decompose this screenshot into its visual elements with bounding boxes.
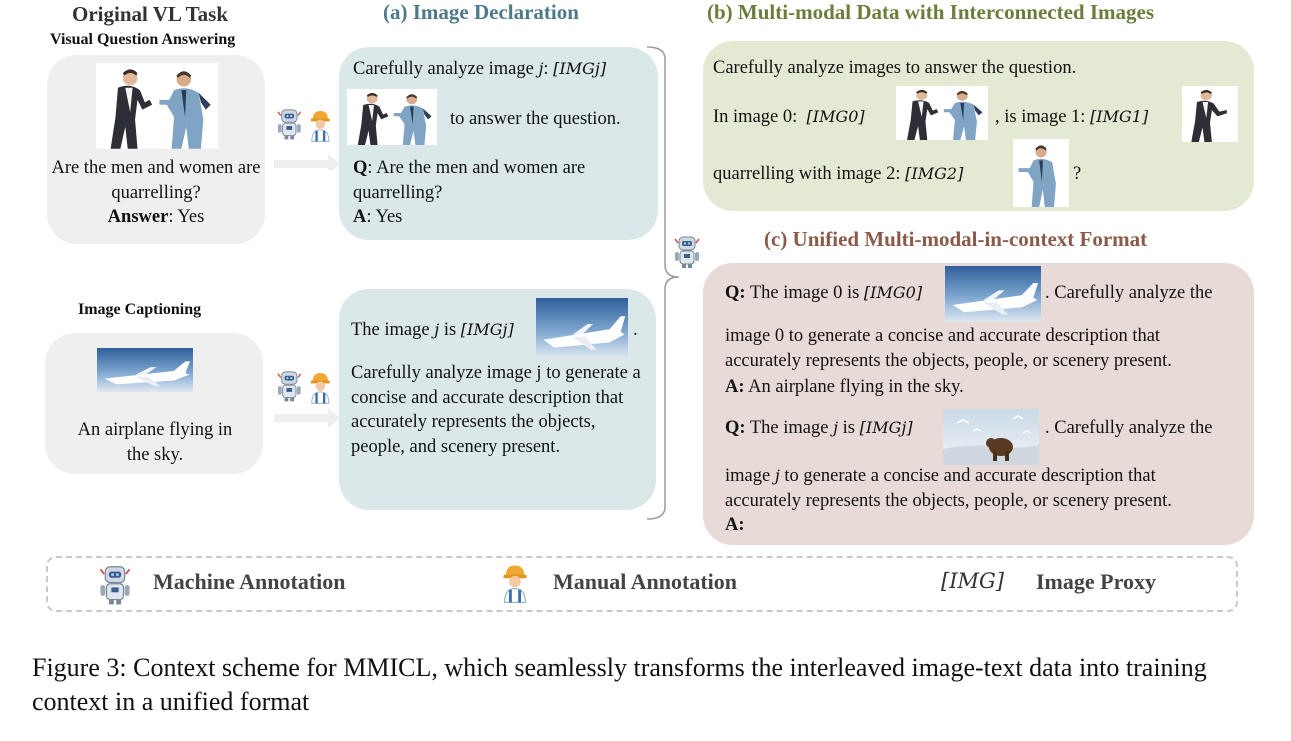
caption-declaration-prefix: The image xyxy=(351,320,430,340)
a1-line: A: An airplane flying in the sky. xyxy=(725,375,964,400)
q2-proxy: [IMGj] xyxy=(859,418,913,437)
is-image1-text: , is image 1: xyxy=(995,107,1086,127)
vqa-answer-label: Answer xyxy=(107,207,169,227)
original-task-header: Original VL Task xyxy=(72,2,229,26)
caption-period: . xyxy=(633,320,638,340)
a2-line: A: xyxy=(725,513,745,538)
q-text: : Are the men and women are quarrelling? xyxy=(353,158,586,203)
manual-annotation-icon xyxy=(502,564,528,604)
image-proxy-symbol: [IMG] xyxy=(941,569,1004,593)
declaration-prefix: Carefully analyze image xyxy=(353,59,534,79)
q2-label: Q: xyxy=(725,418,746,438)
q2-prefix: The image xyxy=(749,418,829,438)
q1-prefix: The image 0 is xyxy=(749,283,860,303)
airplane-thumbnail xyxy=(536,298,628,358)
a2-label: A: xyxy=(725,515,745,535)
caption-declaration-panel: The image j is [IMGj] . Carefully analyz… xyxy=(339,289,656,510)
quarrelling-text: quarrelling with image 2: xyxy=(713,164,901,184)
airplane-image xyxy=(97,348,193,392)
image-proxy-j: [IMGj] xyxy=(553,59,607,78)
interconnected-images-header: (b) Multi-modal Data with Interconnected… xyxy=(707,0,1154,24)
legend: Machine Annotation Manual Annotation [IM… xyxy=(46,556,1238,612)
a-label: A xyxy=(353,207,367,227)
q2-index-j: j xyxy=(833,418,839,437)
q2-body-text: to generate a concise and accurate descr… xyxy=(725,466,1172,511)
q2-body-index-j: j xyxy=(774,466,780,485)
interconnected-instruction: Carefully analyze images to answer the q… xyxy=(713,58,1077,78)
interconnected-panel: Carefully analyze images to answer the q… xyxy=(703,41,1254,211)
image1-label: , is image 1: [IMG1] xyxy=(995,105,1148,130)
image-proxy-2: [IMG2] xyxy=(905,164,964,183)
quarrelling-men-image xyxy=(96,63,218,149)
q1-tail: . Carefully analyze the xyxy=(1045,283,1213,303)
q2-is: is xyxy=(842,418,856,438)
image-index-j: j xyxy=(538,59,544,78)
image0-label: In image 0: [IMG0] xyxy=(713,105,865,130)
vqa-declaration-panel: Carefully analyze image j: [IMGj] to ans… xyxy=(339,47,658,240)
unified-format-panel: Q: The image 0 is [IMG0] . Carefully ana… xyxy=(703,263,1254,545)
caption-declaration-line: The image j is [IMGj] xyxy=(351,318,514,343)
image1-man-thumbnail xyxy=(1182,86,1238,142)
image2-label: quarrelling with image 2: [IMG2] xyxy=(713,162,963,187)
machine-annotation-label: Machine Annotation xyxy=(153,569,346,594)
declaration-top-line: Carefully analyze image j: [IMGj] xyxy=(353,59,607,79)
image-proxy-1: [IMG1] xyxy=(1090,107,1149,126)
caption-proxy-j: [IMGj] xyxy=(460,320,514,339)
declaration-answer: A: Yes xyxy=(353,205,402,230)
declaration-question-suffix: to answer the question. xyxy=(450,109,621,129)
image2-man-thumbnail xyxy=(1013,139,1069,207)
in-image0-text: In image 0: xyxy=(713,107,798,127)
q2-tail: . Carefully analyze the xyxy=(1045,418,1213,438)
q1-proxy: [IMG0] xyxy=(863,283,923,302)
q1-line: Q: The image 0 is [IMG0] xyxy=(725,281,922,306)
captioning-task-panel: An airplane flying in the sky. xyxy=(45,333,263,474)
machine-annotation-icon xyxy=(99,565,131,606)
image0-men-thumbnail xyxy=(896,86,988,140)
q1-airplane-thumbnail xyxy=(945,266,1041,322)
q1-body: image 0 to generate a concise and accura… xyxy=(725,326,1172,371)
declaration-question: Q: Are the men and women are quarrelling… xyxy=(353,156,643,205)
q2-body: image j to generate a concise and accura… xyxy=(725,464,1235,513)
caption-is: is xyxy=(443,320,457,340)
machine-manual-annotation-arrow-bottom xyxy=(274,371,340,428)
a1-label: A: xyxy=(725,377,745,397)
image-declaration-header: (a) Image Declaration xyxy=(383,0,579,24)
grouping-brace xyxy=(646,46,700,520)
q2-bear-thumbnail xyxy=(943,409,1039,465)
caption-text: An airplane flying in the sky. xyxy=(77,420,233,465)
unified-format-header: (c) Unified Multi-modal-in-context Forma… xyxy=(764,227,1148,251)
image-proxy-0: [IMG0] xyxy=(806,107,865,126)
q-label: Q xyxy=(353,158,368,178)
machine-manual-annotation-arrow-top xyxy=(274,109,340,170)
manual-annotation-label: Manual Annotation xyxy=(553,569,737,594)
vqa-task-panel: Are the men and women are quarrelling? A… xyxy=(47,55,265,244)
q1-label: Q: xyxy=(725,283,746,303)
vqa-answer-value: Yes xyxy=(177,207,205,227)
caption-index-j: j xyxy=(434,320,440,339)
a1-text: An airplane flying in the sky. xyxy=(748,377,964,397)
quarrelling-men-thumbnail xyxy=(347,89,437,145)
vqa-question: Are the men and women are quarrelling? xyxy=(51,158,261,203)
figure-caption: Figure 3: Context scheme for MMICL, whic… xyxy=(32,653,1207,716)
image-proxy-label: Image Proxy xyxy=(1036,569,1156,594)
a-text: : Yes xyxy=(366,207,403,227)
vqa-answer: Answer: Yes xyxy=(107,207,205,227)
caption-instruction: Carefully analyze image j to generate a … xyxy=(351,363,641,457)
q2-line: Q: The image j is [IMGj] xyxy=(725,416,913,441)
vqa-title: Visual Question Answering xyxy=(50,31,236,48)
q2-body-pre: image xyxy=(725,466,771,486)
question-mark: ? xyxy=(1073,164,1082,184)
captioning-title: Image Captioning xyxy=(78,301,202,318)
